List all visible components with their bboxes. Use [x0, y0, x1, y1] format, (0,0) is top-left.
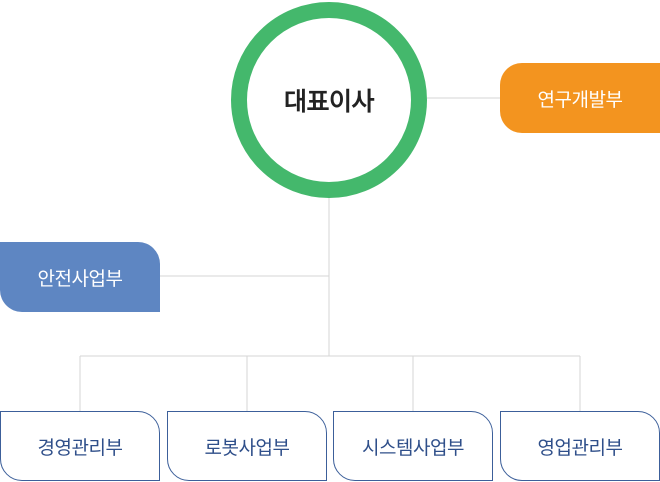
department-label: 로봇사업부 — [204, 436, 290, 459]
safety-business-label: 안전사업부 — [37, 267, 123, 290]
safety-business-node: 안전사업부 — [0, 242, 160, 312]
department-node-sales-management: 영업관리부 — [500, 411, 660, 481]
department-label: 영업관리부 — [537, 436, 623, 459]
ceo-label: 대표이사 — [283, 87, 375, 116]
rnd-department-label: 연구개발부 — [537, 88, 623, 111]
department-node-management: 경영관리부 — [0, 411, 160, 481]
department-label: 시스템사업부 — [362, 436, 464, 459]
ceo-node: 대표이사 — [231, 2, 427, 198]
rnd-department-node: 연구개발부 — [500, 63, 660, 133]
department-node-system-business: 시스템사업부 — [333, 411, 493, 481]
department-label: 경영관리부 — [37, 436, 123, 459]
department-node-robot-business: 로봇사업부 — [167, 411, 327, 481]
